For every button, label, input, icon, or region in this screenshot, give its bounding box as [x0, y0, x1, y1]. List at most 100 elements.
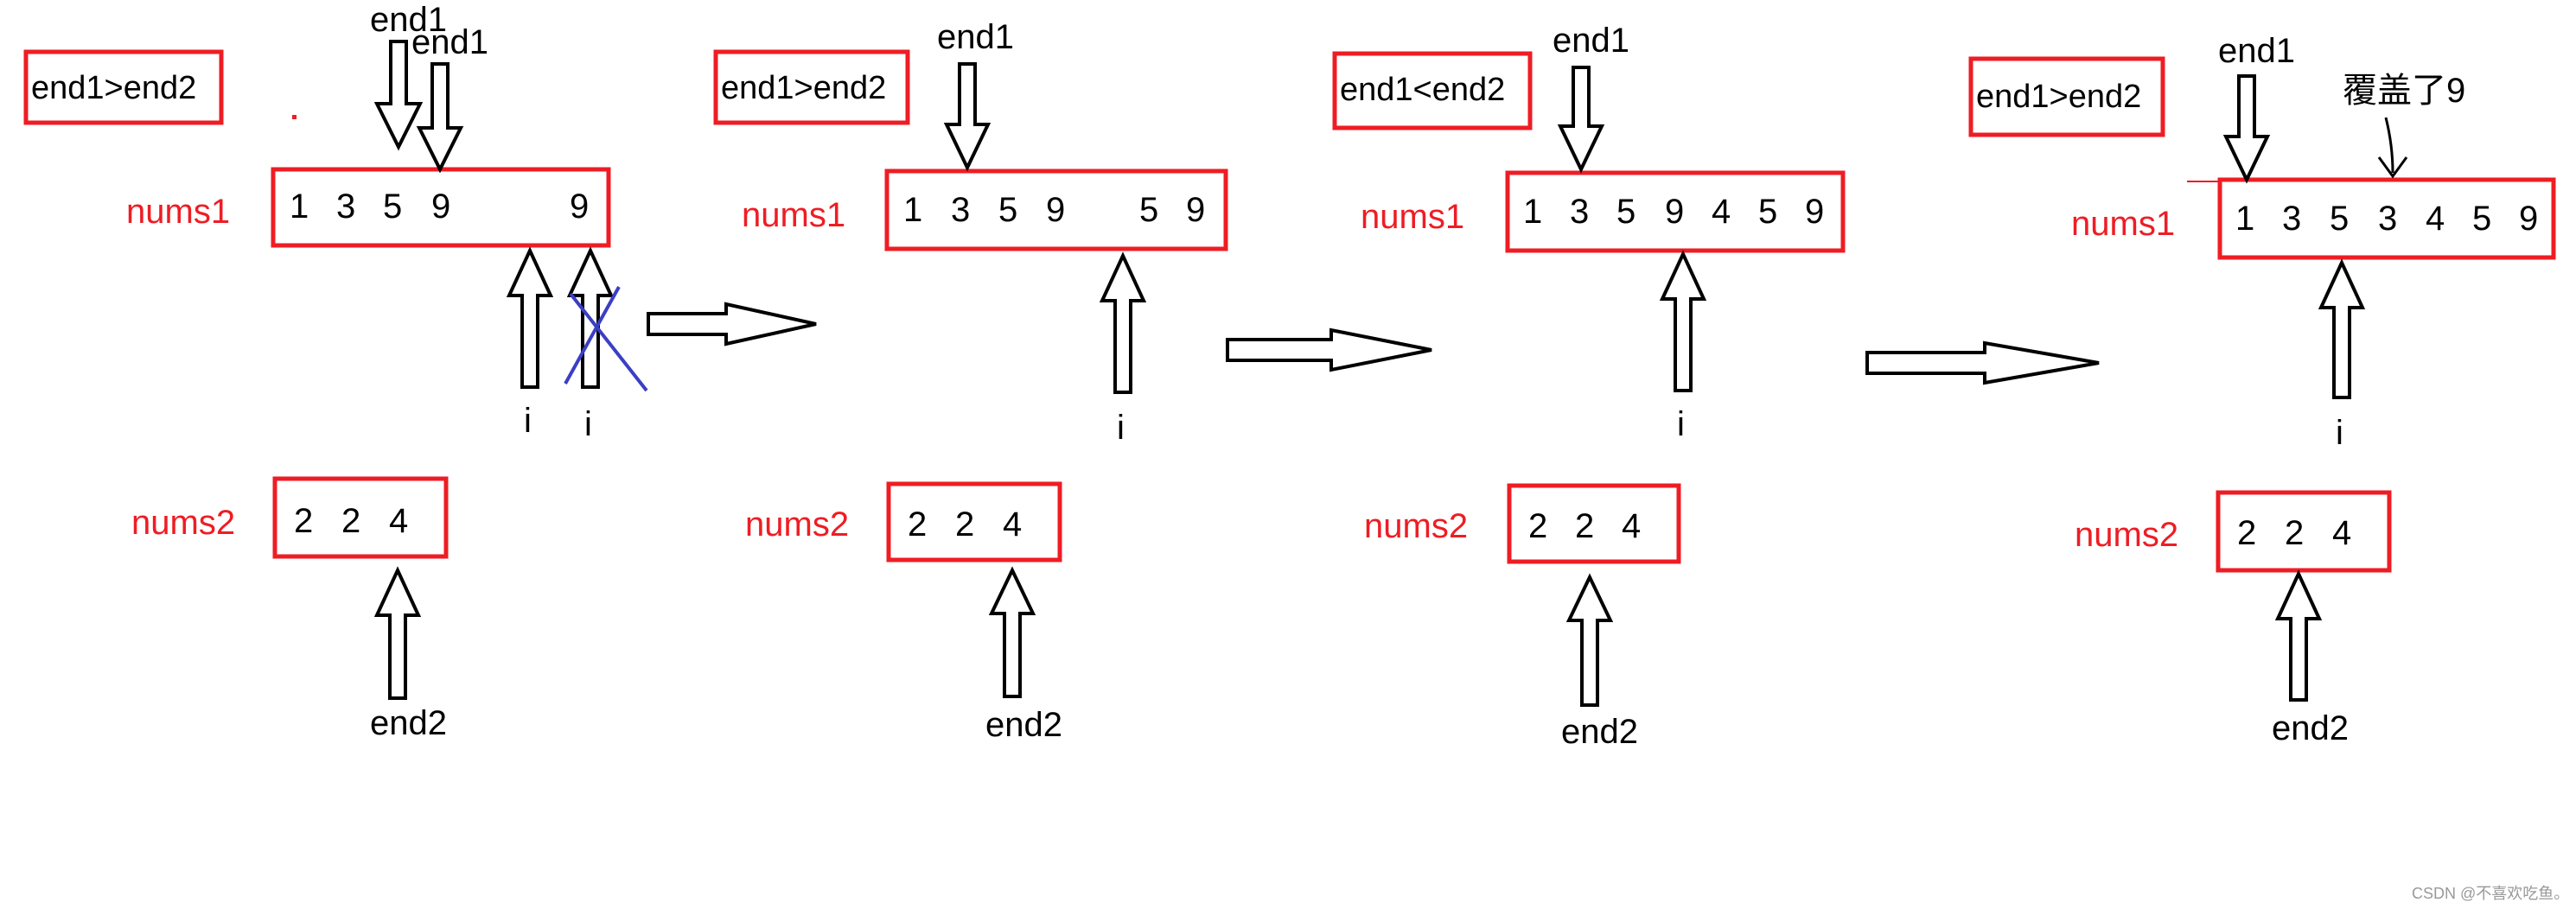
- i-label: i: [584, 405, 592, 443]
- nums2-cell: 2: [294, 502, 313, 540]
- transition-arrow-icon: [647, 302, 817, 346]
- nums2-label: nums2: [2075, 516, 2178, 554]
- condition-box: [1332, 51, 1533, 130]
- nums2-cell: 2: [2285, 514, 2304, 552]
- nums1-cell: 9: [570, 188, 589, 226]
- end1-arrow-down-icon: [373, 40, 424, 151]
- nums2-array-box: [272, 476, 449, 559]
- end1-label: end1: [411, 23, 488, 61]
- nums1-cell: 9: [1665, 193, 1684, 231]
- nums1-cell: 3: [1570, 193, 1589, 231]
- nums1-cell: 5: [1139, 191, 1158, 229]
- nums2-label: nums2: [745, 505, 849, 543]
- end2-label: end2: [1561, 713, 1638, 751]
- nums2-cell: 2: [1528, 507, 1547, 545]
- nums1-cell: 3: [2282, 200, 2301, 238]
- nums1-cell: 9: [1046, 191, 1065, 229]
- end1-label: end1: [937, 18, 1014, 56]
- nums1-label: nums1: [126, 193, 230, 231]
- i-arrow-up-icon: [1659, 250, 1707, 392]
- nums1-array-box: [1505, 170, 1846, 253]
- nums2-cell: 2: [908, 505, 927, 543]
- cross-out-icon: [569, 292, 648, 392]
- nums1-cell: 3: [2378, 200, 2397, 238]
- nums1-cell: 1: [290, 188, 309, 226]
- nums2-cell: 2: [955, 505, 974, 543]
- nums2-cell: 4: [389, 502, 408, 540]
- nums2-cell: 2: [341, 502, 360, 540]
- end2-label: end2: [985, 706, 1062, 744]
- nums1-cell: 5: [2330, 200, 2349, 238]
- nums1-cell: 5: [2472, 200, 2491, 238]
- nums1-cell: 9: [2519, 200, 2538, 238]
- nums2-label: nums2: [1364, 507, 1468, 545]
- nums2-array-box: [1507, 483, 1681, 564]
- i-label: i: [2336, 414, 2343, 452]
- end2-arrow-up-icon: [988, 566, 1036, 698]
- condition-text: end1>end2: [31, 70, 196, 106]
- nums2-cell: 2: [1575, 507, 1594, 545]
- nums2-array-box: [2216, 490, 2392, 573]
- end1-arrow-down-icon: [943, 62, 992, 172]
- annotation-arrowhead-icon: [2377, 156, 2408, 179]
- condition-box: [1968, 56, 2165, 137]
- panel-1: end1>end2 nums1 1 3 5 9 9 end1 end1 i i …: [23, 1, 648, 742]
- annotation-text: 覆盖了9: [2343, 72, 2465, 110]
- end2-arrow-up-icon: [1565, 573, 1614, 707]
- end1-label: end1: [1553, 22, 1629, 60]
- nums1-cell: 3: [951, 191, 970, 229]
- end1-arrow-down-icon: [416, 62, 464, 174]
- end1-label: end1: [2218, 32, 2295, 70]
- nums1-label: nums1: [2071, 205, 2175, 243]
- nums2-cell: 4: [1622, 507, 1641, 545]
- nums1-cell: 1: [2235, 200, 2254, 238]
- end2-arrow-up-icon: [373, 566, 422, 700]
- watermark: CSDN @不喜欢吃鱼。: [2412, 885, 2569, 902]
- nums2-label: nums2: [131, 504, 235, 542]
- nums1-cell: 5: [1616, 193, 1636, 231]
- nums1-cell: 1: [1523, 193, 1542, 231]
- nums1-cell: 4: [1712, 193, 1731, 231]
- condition-text: end1<end2: [1340, 72, 1505, 108]
- nums1-cell: 5: [383, 188, 402, 226]
- nums1-array-box: [884, 168, 1228, 251]
- nums1-cell: 9: [431, 188, 450, 226]
- i-arrow-up-icon: [2318, 258, 2366, 399]
- i-label: i: [1117, 409, 1125, 447]
- condition-text: end1>end2: [721, 70, 886, 106]
- panel-3: end1<end2 nums1 1 3 5 9 4 5 9 end1 i num…: [1332, 22, 1846, 751]
- nums2-cell: 2: [2237, 514, 2256, 552]
- condition-box: [23, 49, 224, 125]
- nums1-cell: 9: [1805, 193, 1824, 231]
- nums1-cell: 9: [1186, 191, 1205, 229]
- nums2-cell: 4: [1003, 505, 1022, 543]
- nums1-cell: 5: [998, 191, 1017, 229]
- end1-arrow-down-icon: [2222, 74, 2271, 184]
- end2-arrow-up-icon: [2274, 569, 2323, 702]
- nums1-cell: 4: [2426, 200, 2445, 238]
- cross-out-icon: [564, 286, 621, 385]
- transition-arrow-icon: [1865, 340, 2100, 385]
- panel-2: end1>end2 nums1 1 3 5 9 5 9 end1 i nums2…: [713, 18, 1228, 744]
- nums2-array-box: [886, 481, 1062, 563]
- end1-label: end1: [370, 1, 447, 39]
- condition-text: end1>end2: [1976, 79, 2141, 115]
- nums2-cell: 4: [2332, 514, 2351, 552]
- i-arrow-up-icon: [1099, 251, 1147, 394]
- nums1-label: nums1: [742, 196, 845, 234]
- i-arrow-up-icon: [506, 246, 554, 389]
- i-label: i: [1677, 405, 1685, 443]
- end1-arrow-down-icon: [1557, 66, 1605, 174]
- condition-box: [713, 49, 910, 125]
- annotation-pointer-icon: [2384, 117, 2394, 174]
- i-label: i: [524, 402, 532, 440]
- panel-4: end1>end2 nums1 1 3 5 3 4 5 9 end1 覆盖了9 …: [1968, 32, 2556, 747]
- nums1-cell: 5: [1758, 193, 1777, 231]
- end2-label: end2: [2272, 709, 2349, 747]
- nums1-cell: 3: [336, 188, 355, 226]
- nums1-array-box: [2217, 177, 2556, 260]
- nums1-cell: 1: [903, 191, 922, 229]
- red-dot: [292, 115, 296, 119]
- end2-label: end2: [370, 704, 447, 742]
- nums1-label: nums1: [1361, 198, 1464, 236]
